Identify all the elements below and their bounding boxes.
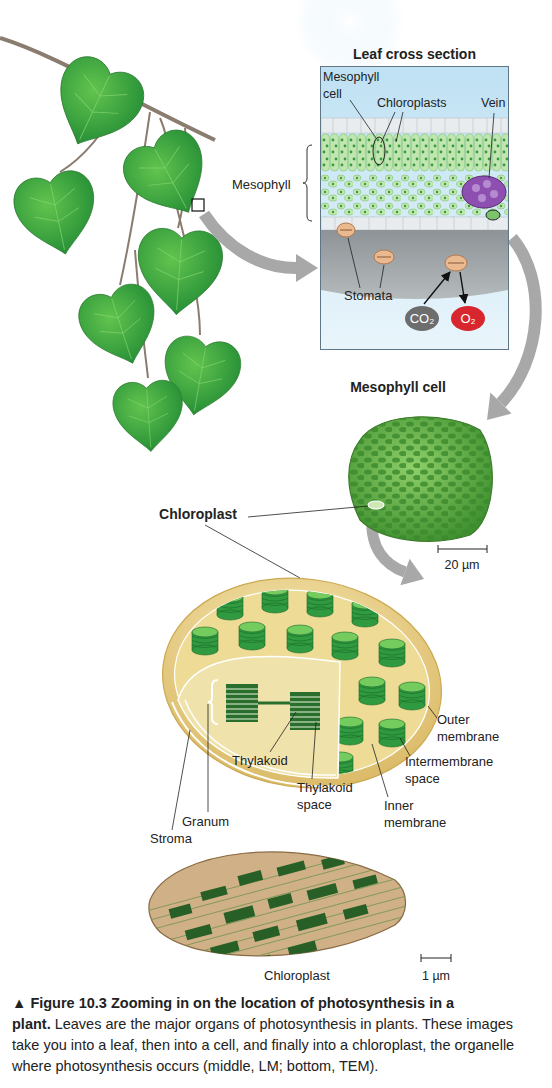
figure-caption: Leaves are the major organs of photosynt… [12, 1016, 514, 1074]
gas-label: O₂ [451, 306, 485, 331]
gas-label: CO₂ [405, 306, 439, 331]
part-label: Vein [481, 95, 505, 112]
image-label: Chloroplast [264, 967, 330, 984]
mesophyll-cell-art [205, 405, 505, 578]
figure-caption-block: ▲ Figure 10.3 Zooming in on the location… [12, 993, 544, 1077]
panel-heading: Mesophyll cell [318, 379, 478, 396]
zoom-arrows [204, 214, 536, 585]
panel-heading: Chloroplast [138, 506, 258, 523]
part-label: Mesophyll [232, 176, 291, 193]
part-label: Granum [182, 813, 229, 830]
leaf-branch [0, 38, 244, 454]
scale-label: 20 µm [432, 557, 492, 574]
gas-circle: CO₂ [405, 306, 439, 331]
inset-heading: Leaf cross section [301, 45, 528, 63]
part-label: Stroma [150, 830, 192, 847]
part-label: Thylakoid space [297, 779, 353, 813]
part-label: Thylakoid [232, 752, 288, 769]
scale-label: 1 µm [411, 968, 461, 985]
part-label: Mesophyll cell [323, 69, 379, 103]
gas-circle: O₂ [451, 306, 485, 331]
part-label: Stomata [344, 287, 392, 304]
chloroplast-3d-art [149, 561, 455, 830]
chloroplast-tem-art [149, 840, 451, 985]
part-label: Inner membrane [384, 797, 446, 831]
part-label: Intermembrane space [405, 753, 493, 787]
part-label: Chloroplasts [377, 95, 446, 112]
part-label: Outer membrane [437, 711, 499, 745]
